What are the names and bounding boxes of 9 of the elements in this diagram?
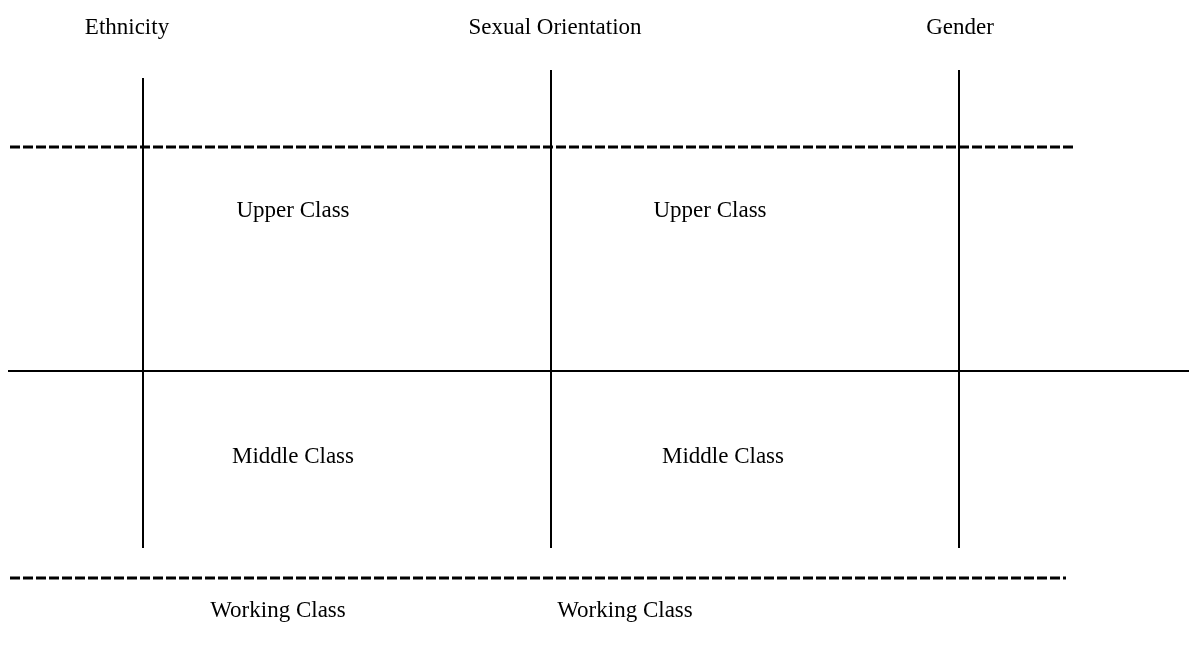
column-heading: Sexual Orientation xyxy=(468,14,642,40)
row-label: Working Class xyxy=(557,597,693,623)
row-label: Working Class xyxy=(210,597,346,623)
cell-label: Upper Class xyxy=(653,197,767,223)
column-heading: Gender xyxy=(926,14,994,40)
column-heading: Ethnicity xyxy=(84,14,170,40)
cell-label: Middle Class xyxy=(662,443,784,469)
cell-label: Upper Class xyxy=(236,197,350,223)
cell-label: Middle Class xyxy=(232,443,354,469)
